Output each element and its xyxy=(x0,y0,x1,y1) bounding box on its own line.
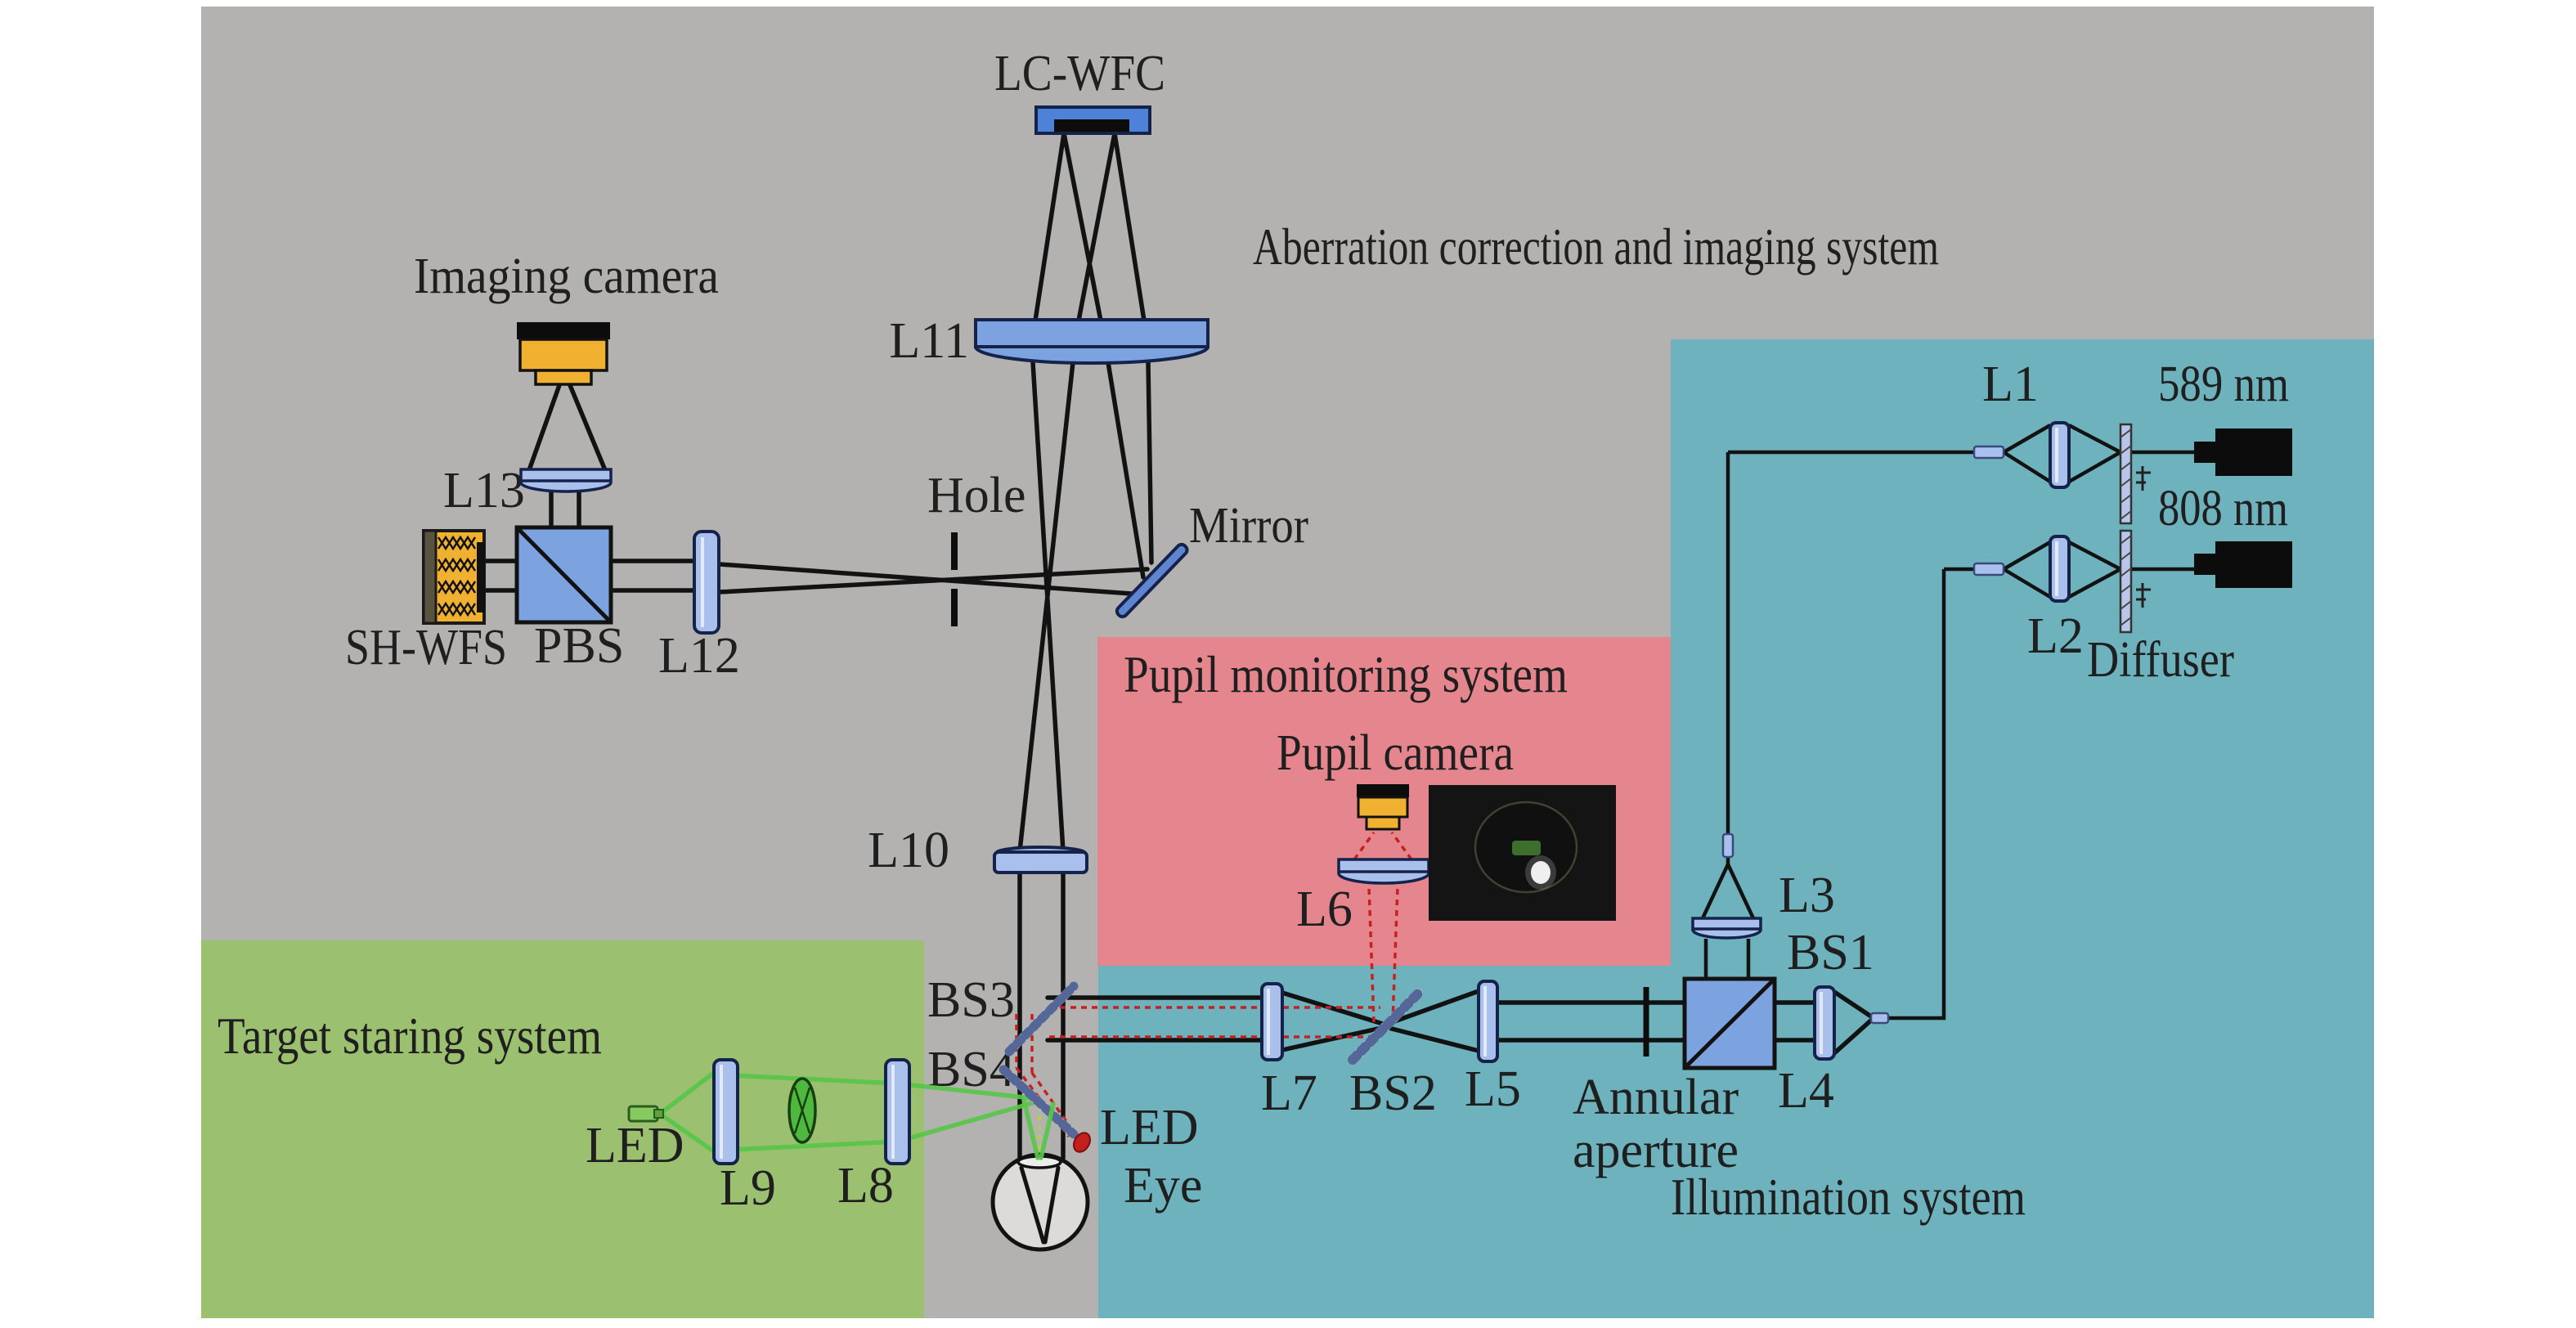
svg-text:LED: LED xyxy=(1100,1100,1199,1155)
svg-text:L3: L3 xyxy=(1779,868,1835,923)
svg-text:Imaging camera: Imaging camera xyxy=(414,249,719,304)
svg-text:L9: L9 xyxy=(720,1160,776,1216)
svg-text:SH-WFS: SH-WFS xyxy=(345,620,507,675)
svg-text:Hole: Hole xyxy=(927,468,1026,523)
svg-text:Aberration correction and imag: Aberration correction and imaging system xyxy=(1253,218,1939,276)
svg-text:Eye: Eye xyxy=(1124,1158,1202,1214)
svg-text:L1: L1 xyxy=(1982,357,2039,412)
svg-text:BS1: BS1 xyxy=(1787,925,1874,980)
svg-text:L11: L11 xyxy=(889,313,969,369)
svg-text:BS3: BS3 xyxy=(927,972,1015,1028)
svg-text:Target staring system: Target staring system xyxy=(218,1007,602,1065)
svg-text:Pupil monitoring system: Pupil monitoring system xyxy=(1124,645,1568,703)
svg-text:L13: L13 xyxy=(443,463,525,518)
svg-text:LED: LED xyxy=(586,1118,684,1173)
svg-text:L5: L5 xyxy=(1465,1061,1521,1117)
svg-text:L10: L10 xyxy=(868,823,949,878)
svg-text:L12: L12 xyxy=(658,628,740,684)
svg-text:L7: L7 xyxy=(1261,1066,1317,1121)
svg-text:L2: L2 xyxy=(2027,608,2084,664)
svg-text:aperture: aperture xyxy=(1573,1123,1739,1178)
svg-text:Diffuser: Diffuser xyxy=(2087,632,2234,688)
svg-text:Annular: Annular xyxy=(1573,1070,1739,1125)
svg-text:BS2: BS2 xyxy=(1349,1066,1437,1121)
svg-text:LC-WFC: LC-WFC xyxy=(994,46,1165,101)
svg-text:L6: L6 xyxy=(1296,882,1353,937)
svg-text:PBS: PBS xyxy=(534,618,624,674)
svg-text:Illumination system: Illumination system xyxy=(1671,1168,2026,1226)
svg-text:Mirror: Mirror xyxy=(1189,498,1308,554)
svg-text:L4: L4 xyxy=(1778,1063,1834,1119)
svg-text:L8: L8 xyxy=(837,1158,894,1214)
svg-text:589 nm: 589 nm xyxy=(2158,357,2289,412)
svg-text:808 nm: 808 nm xyxy=(2158,481,2288,536)
svg-text:Pupil camera: Pupil camera xyxy=(1277,725,1514,781)
